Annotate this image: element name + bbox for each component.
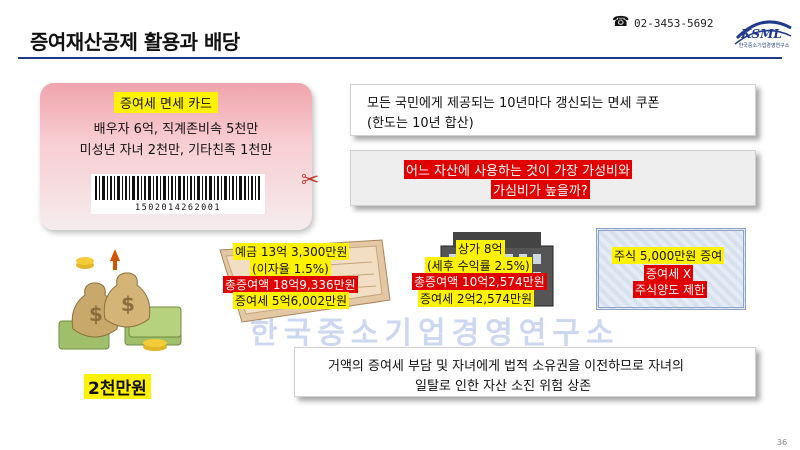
risk-note-box: 거액의 증여세 부담 및 자녀에게 법적 소유권을 이전하므로 자녀의 일탈로 …	[294, 347, 756, 397]
card-allowance-line-1: 배우자 6억, 직계존비속 5천만	[93, 122, 259, 137]
page-number: 36	[777, 438, 788, 447]
scissors-icon: ✂	[301, 168, 320, 193]
logo-text: KSML	[740, 27, 782, 41]
stock-no-tax: 증여세 X	[644, 265, 694, 282]
coupon-text-line-1: 모든 국민에게 제공되는 10년마다 갱신되는 면세 쿠폰	[367, 96, 660, 111]
deposit-total-gift: 총증여액 18억9,336만원	[223, 276, 358, 293]
shop-value: 상가 8억	[456, 240, 505, 257]
question-line-1: 어느 자산에 사용하는 것이 가장 가성비와	[404, 160, 632, 179]
shop-return-rate: (세후 수익률 2.5%)	[425, 257, 532, 274]
risk-note-line-1: 거액의 증여세 부담 및 자녀에게 법적 소유권을 이전하므로 자녀의	[328, 359, 684, 374]
page-title: 증여재산공제 활용과 배당	[30, 30, 240, 54]
risk-note-line-2: 일탈로 인한 자산 소진 위험 상존	[415, 379, 592, 394]
money-bags-icon: $ $	[58, 249, 182, 351]
telephone-icon: ☎	[612, 14, 630, 30]
barcode-bars-icon	[95, 176, 260, 200]
deposit-amount: 예금 13억 3,300만원	[233, 243, 350, 260]
shop-total-gift: 총증여액 10억2,574만원	[412, 273, 547, 290]
question-box: 어느 자산에 사용하는 것이 가장 가성비와 가심비가 높을까?	[350, 150, 756, 206]
card-title: 증여세 면세 카드	[114, 92, 218, 113]
logo-subtitle: 한국중소기업경영연구소	[738, 43, 790, 49]
svg-text:$: $	[89, 302, 103, 326]
watermark-text: 한국중소기업경영연구소	[250, 316, 620, 351]
svg-text:$: $	[121, 292, 135, 316]
ksml-logo: KSML	[734, 20, 792, 45]
coupon-text-line-2: (한도는 10년 합산)	[367, 116, 474, 131]
barcode-number: 1502014262001	[134, 203, 222, 213]
card-allowance-line-2: 미성년 자녀 2천만, 기타친족 1천만	[79, 143, 273, 158]
stock-gift-amount: 주식 5,000만원 증여	[612, 247, 725, 264]
question-line-2: 가심비가 높을까?	[491, 180, 590, 199]
gift-amount: 2천만원	[84, 374, 151, 399]
phone-number: 02-3453-5692	[634, 17, 714, 30]
deposit-gift-tax: 증여세 5억6,002만원	[233, 292, 350, 309]
deposit-interest-rate: (이자율 1.5%)	[250, 260, 331, 277]
tax-coupon-box: 모든 국민에게 제공되는 10년마다 갱신되는 면세 쿠폰 (한도는 10년 합…	[350, 84, 756, 136]
title-divider	[18, 57, 782, 59]
barcode: 1502014262001	[91, 174, 265, 214]
stock-transfer-restriction: 주식양도 제한	[633, 281, 708, 298]
shop-gift-tax: 증여세 2억2,574만원	[418, 290, 535, 307]
